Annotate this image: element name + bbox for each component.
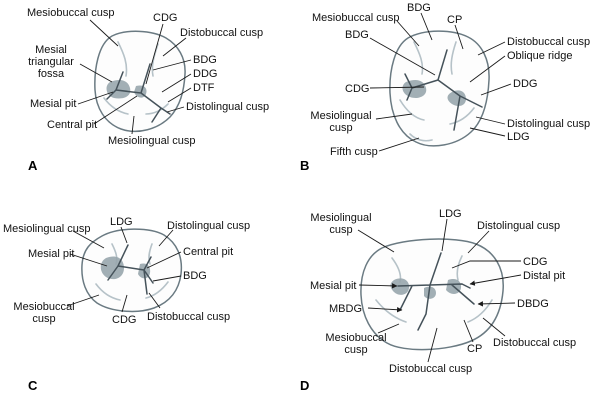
label-mesiolingual-cusp-c: Mesiolingual cusp <box>3 223 91 235</box>
label-distolingual-cusp-d: Distolingual cusp <box>477 220 561 232</box>
leader-lines-a <box>77 19 192 135</box>
label-distobuccal-cusp-b: Distobuccal cusp <box>507 36 591 48</box>
label-distolingual-cusp-b: Distolingual cusp <box>507 118 591 130</box>
label-mbdg-d: MBDG <box>329 303 362 315</box>
pointer-line-mbdg <box>367 307 403 313</box>
tooth-a-grooves <box>106 63 171 123</box>
tooth-d-grooves <box>397 252 475 331</box>
label-distobuccal-cusp-a: Distobuccal cusp <box>180 27 264 39</box>
label-cdg-c: CDG <box>112 314 137 326</box>
label-distobuccal-cusp-right-d: Distobuccal cusp <box>493 337 577 349</box>
tooth-a-fossae <box>106 80 147 99</box>
label-ldg-c: LDG <box>110 216 133 228</box>
label-fifth-cusp-b: Fifth cusp <box>330 146 378 158</box>
label-bdg-a: BDG <box>193 54 217 66</box>
label-mesiobuccal-cusp-b: Mesiobuccal cusp <box>312 12 400 24</box>
tooth-occlusal-a <box>77 19 192 135</box>
label-distolingual-cusp-c: Distolingual cusp <box>167 220 251 232</box>
label-mesiolingual-cusp-a: Mesiolingual cusp <box>108 135 196 147</box>
tooth-d-cusp-ridges <box>375 255 493 323</box>
label-ddg-a: DDG <box>193 68 218 80</box>
tooth-b-cusp-ridges <box>399 41 475 142</box>
leader-lines-b <box>369 12 512 152</box>
label-dtf-a: DTF <box>193 82 215 94</box>
label-cdg-d: CDG <box>523 256 548 268</box>
label-distolingual-cusp-a: Distolingual cusp <box>186 101 270 113</box>
tooth-c-outline <box>81 228 183 313</box>
label-cdg-a: CDG <box>153 12 178 24</box>
tooth-c-grooves <box>107 244 154 295</box>
tooth-b-grooves <box>404 49 483 131</box>
tooth-occlusal-c <box>66 226 183 313</box>
label-mesial-pit-c: Mesial pit <box>28 248 75 260</box>
label-ddg-b: DDG <box>513 78 538 90</box>
panel-letter-a: A <box>28 158 38 173</box>
leader-lines-c <box>66 226 182 313</box>
label-bdg-b: BDG <box>345 29 369 41</box>
tooth-a-outline <box>94 30 186 133</box>
label-distal-pit-d: Distal pit <box>523 270 566 282</box>
pointer-line-mesial-pit <box>358 283 398 289</box>
panel-letter-b: B <box>300 158 310 173</box>
panel-letter-c: C <box>28 378 38 393</box>
panel-letter-d: D <box>300 378 310 393</box>
label-mesial-pit-a: Mesial pit <box>30 98 77 110</box>
label-mesiobuccal-cusp-d: Mesiobuccal cusp <box>325 332 387 356</box>
tooth-d-fossae <box>390 278 462 299</box>
leader-lines-d <box>357 218 521 363</box>
label-distobuccal-cusp-bottom-d: Distobuccal cusp <box>389 363 473 375</box>
label-ldg-d: LDG <box>439 208 462 220</box>
label-mesial-triangular-fossa-a: Mesial triangular fossa <box>28 44 74 80</box>
label-bdg-top-b: BDG <box>407 2 431 14</box>
label-central-pit-a: Central pit <box>47 119 98 131</box>
label-cp-d: CP <box>467 343 483 355</box>
label-mesiobuccal-cusp-a: Mesiobuccal cusp <box>27 7 115 19</box>
tooth-occlusal-d <box>357 218 522 363</box>
label-cdg-b: CDG <box>345 83 370 95</box>
label-ldg-b: LDG <box>507 131 530 143</box>
label-cp-b: CP <box>447 14 463 26</box>
label-distobuccal-cusp-c: Distobuccal cusp <box>147 311 231 323</box>
label-mesiolingual-cusp-b: Mesiolingual cusp <box>310 110 372 134</box>
label-bdg-c: BDG <box>183 270 207 282</box>
pointer-line-dbdg <box>477 301 516 307</box>
pointer-line-distal-pit <box>469 274 522 286</box>
tooth-a-cusp-ridges <box>103 41 169 115</box>
label-mesial-pit-d: Mesial pit <box>310 280 357 292</box>
label-oblique-ridge-b: Oblique ridge <box>507 50 573 62</box>
tooth-c-cusp-ridges <box>95 243 169 301</box>
label-central-pit-c: Central pit <box>183 246 234 258</box>
label-dbdg-d: DBDG <box>517 298 549 310</box>
label-mesiobuccal-cusp-c: Mesiobuccal cusp <box>13 301 75 325</box>
tooth-occlusal-b <box>369 12 512 152</box>
label-mesiolingual-cusp-d: Mesiolingual cusp <box>310 212 372 236</box>
